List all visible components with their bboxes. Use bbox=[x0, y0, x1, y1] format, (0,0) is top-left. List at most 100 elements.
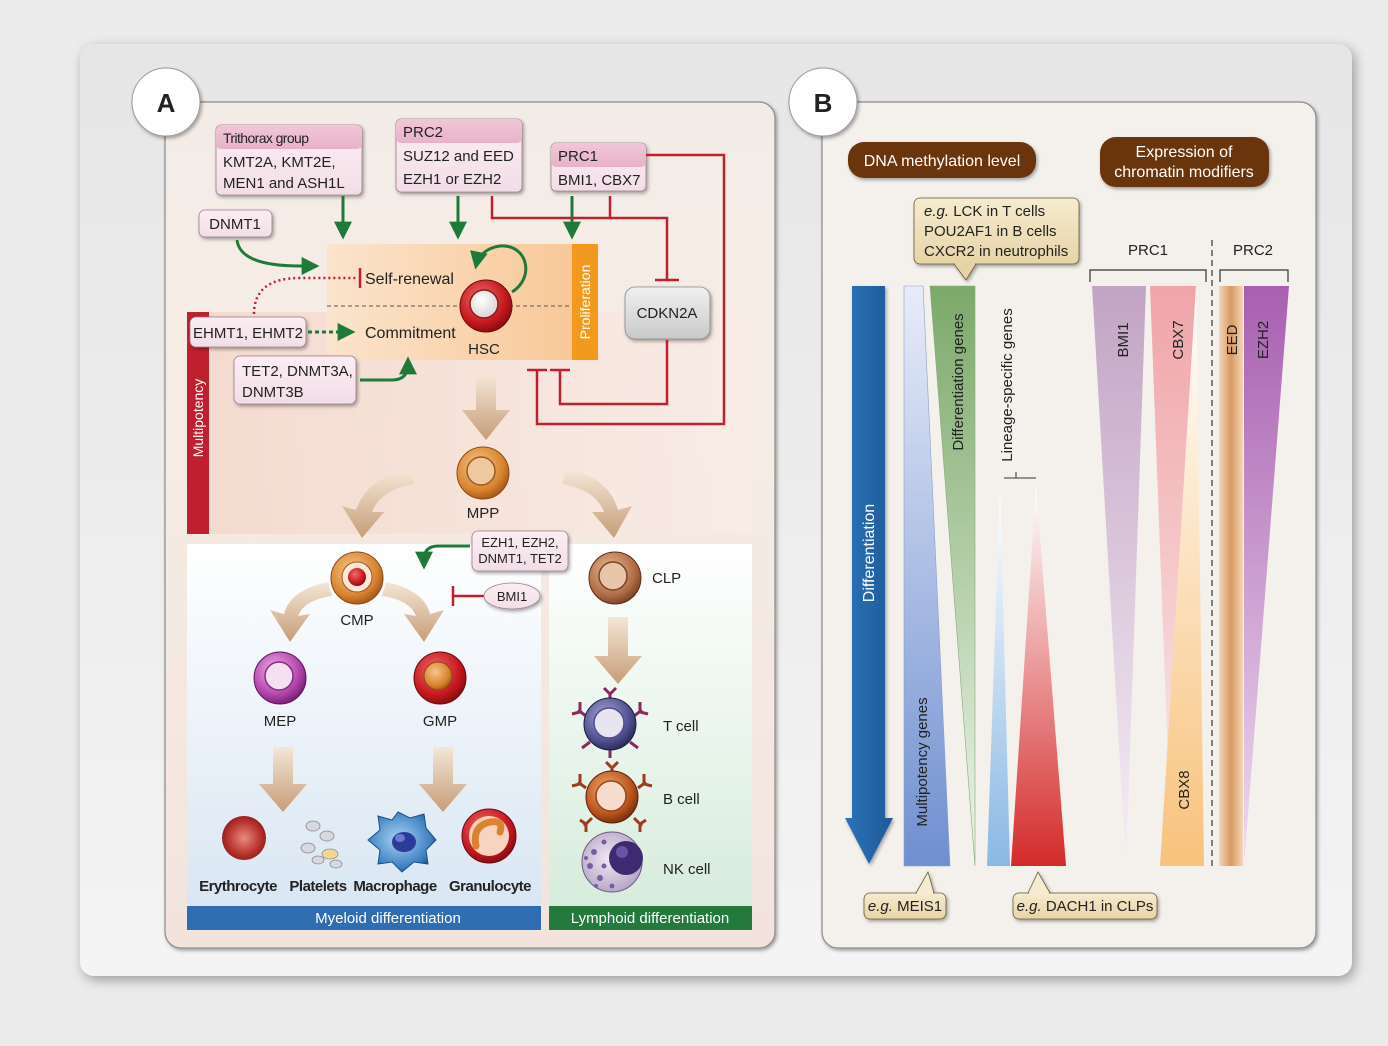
panel-b-letter: B bbox=[814, 88, 833, 118]
prc2-line1: SUZ12 and EED bbox=[403, 148, 514, 165]
multipotency-genes-label: Multipotency genes bbox=[914, 697, 931, 826]
trithorax-title: Trithorax group bbox=[223, 130, 309, 146]
mep-cell bbox=[253, 651, 307, 705]
commitment-label: Commitment bbox=[365, 325, 456, 342]
mpp-label: MPP bbox=[467, 505, 500, 522]
activation-arrows bbox=[235, 196, 581, 382]
prc1-bracket bbox=[1089, 269, 1207, 282]
clp-label: CLP bbox=[652, 570, 681, 587]
panel-a-letter-circle bbox=[131, 67, 201, 137]
lymphoid-region bbox=[549, 544, 752, 906]
expression-line2: chromatin modifiers bbox=[1114, 164, 1254, 181]
differentiation-genes-label: Differentiation genes bbox=[950, 313, 967, 450]
dna-methylation-label: DNA methylation level bbox=[864, 153, 1021, 170]
hsc-cell bbox=[459, 279, 513, 333]
ezh-cmp-activation-arrow bbox=[415, 544, 470, 570]
lineage-blue-wedge bbox=[987, 486, 1010, 866]
lineage-callout bbox=[913, 197, 1080, 281]
prc1-line1: BMI1, CBX7 bbox=[558, 172, 641, 189]
prc-cdkn2a-repression bbox=[490, 196, 669, 280]
dnmt1-label: DNMT1 bbox=[209, 216, 261, 233]
cbx7-label: CBX7 bbox=[1170, 320, 1187, 359]
bmi1-oval-label: BMI1 bbox=[497, 589, 527, 604]
multipotency-bar bbox=[187, 312, 209, 534]
ehmt-box bbox=[189, 316, 307, 348]
platelets-label: Platelets bbox=[289, 878, 346, 895]
mep-label: MEP bbox=[264, 713, 297, 730]
erythrocyte-cell bbox=[222, 816, 266, 860]
cdkn2a-box bbox=[624, 286, 711, 340]
dach1-callout bbox=[1012, 871, 1158, 920]
lineage-label-bg bbox=[997, 300, 1019, 472]
differentiation-genes-wedge bbox=[929, 285, 976, 867]
clp-cell bbox=[588, 551, 642, 605]
panel-b: DNA methylation level Expression of chro… bbox=[788, 67, 1317, 949]
myeloid-label: Myeloid differentiation bbox=[315, 910, 461, 927]
dnmt1-activation-arrow bbox=[235, 239, 320, 275]
ehmt-selfrenewal-repression bbox=[252, 276, 358, 315]
dach1-callout-label: e.g. DACH1 in CLPs bbox=[1017, 898, 1154, 915]
t-cell-label: T cell bbox=[663, 718, 699, 735]
tet2-activation-arrow bbox=[360, 356, 417, 382]
cmp-cell bbox=[330, 551, 384, 605]
lineage-callout-line2: POU2AF1 in B cells bbox=[924, 223, 1057, 240]
cmp-to-gmp-arrow bbox=[382, 582, 444, 642]
repression-lines bbox=[252, 153, 726, 606]
hsc-compartment bbox=[327, 244, 572, 360]
ezh-line1: EZH1, EZH2, bbox=[481, 535, 558, 550]
differentiation-label: Differentiation bbox=[861, 504, 878, 602]
gmp-cell bbox=[413, 651, 467, 705]
prc2-label-b: PRC2 bbox=[1233, 242, 1273, 259]
tet2-box bbox=[233, 355, 357, 405]
trithorax-box bbox=[215, 124, 363, 196]
dna-methylation-pill bbox=[848, 142, 1036, 178]
hsc-label: HSC bbox=[468, 341, 500, 358]
mep-down-arrow bbox=[259, 747, 307, 812]
expression-line1: Expression of bbox=[1136, 144, 1233, 161]
prc1-loop-repression bbox=[535, 153, 726, 426]
prc2-bracket bbox=[1219, 269, 1289, 282]
proliferation-bar bbox=[572, 244, 598, 360]
granulocyte-label: Granulocyte bbox=[449, 878, 531, 895]
ezh2-label: EZH2 bbox=[1255, 321, 1272, 359]
trithorax-line1: KMT2A, KMT2E, bbox=[223, 154, 336, 171]
differentiation-arrow bbox=[845, 286, 893, 864]
panel-a-letter: A bbox=[157, 88, 176, 118]
granulocyte-cell bbox=[461, 808, 517, 864]
self-renewal-label: Self-renewal bbox=[365, 271, 454, 288]
ezh-line2: DNMT1, TET2 bbox=[478, 551, 562, 566]
dnmt1-box bbox=[198, 209, 273, 238]
lymphoid-bar bbox=[549, 906, 752, 930]
hsc-to-mpp-arrow bbox=[462, 375, 510, 440]
gmp-down-arrow bbox=[419, 747, 467, 812]
lineage-specific-label: Lineage-specific genes bbox=[999, 308, 1016, 461]
cdkn2a-label: CDKN2A bbox=[637, 305, 698, 322]
prc1-box bbox=[550, 142, 647, 192]
macrophage-cell bbox=[367, 811, 437, 873]
cbx7-wedge bbox=[1150, 286, 1196, 866]
prc1-title: PRC1 bbox=[558, 148, 598, 165]
prc2-box bbox=[395, 118, 523, 193]
proliferation-label: Proliferation bbox=[577, 265, 593, 340]
multipotency-label: Multipotency bbox=[190, 379, 206, 458]
ezh-box bbox=[471, 530, 569, 572]
cmp-label: CMP bbox=[340, 612, 373, 629]
meis1-callout-label: e.g. MEIS1 bbox=[868, 898, 942, 915]
platelets-cell bbox=[300, 820, 343, 869]
multipotency-wedge bbox=[903, 285, 951, 867]
nk-cell bbox=[581, 831, 643, 893]
bmi1-label: BMI1 bbox=[1115, 322, 1132, 357]
ezh2-wedge bbox=[1244, 286, 1289, 866]
cbx8-wedge bbox=[1160, 286, 1204, 866]
lineage-red-wedge bbox=[1011, 486, 1066, 866]
tet2-line2: DNMT3B bbox=[242, 384, 304, 401]
gmp-label: GMP bbox=[423, 713, 457, 730]
bmi1-oval bbox=[483, 582, 541, 610]
panel-b-letter-circle bbox=[788, 67, 858, 137]
myeloid-bar bbox=[187, 906, 541, 930]
expression-pill bbox=[1100, 137, 1269, 187]
prc1-label: PRC1 bbox=[1128, 242, 1168, 259]
mpp-to-cmp-arrow bbox=[342, 470, 414, 538]
t-cell bbox=[571, 686, 649, 758]
cdkn2a-proliferation-repression bbox=[558, 340, 669, 406]
